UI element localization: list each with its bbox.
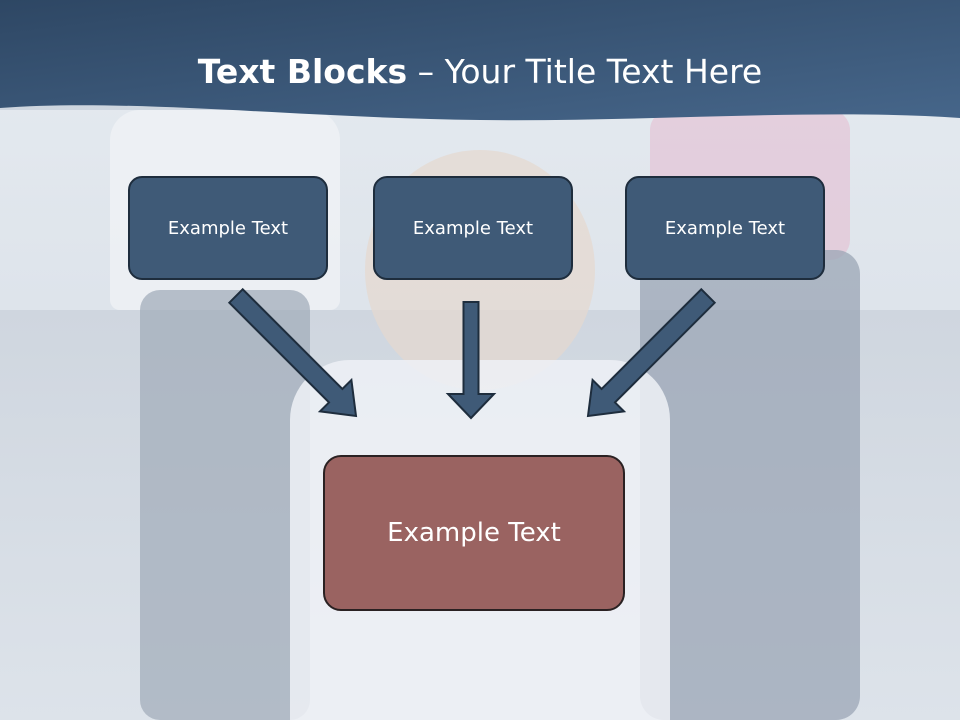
slide-title-bold: Text Blocks	[197, 52, 408, 91]
slide-title: Text Blocks – Your Title Text Here	[0, 52, 960, 91]
text-block-2: Example Text	[373, 176, 573, 280]
text-block-1-label: Example Text	[167, 217, 289, 239]
center-text-block: Example Text	[323, 455, 625, 611]
text-block-3: Example Text	[625, 176, 825, 280]
text-block-1: Example Text	[128, 176, 328, 280]
header-banner	[0, 0, 960, 121]
background-adult-left-legs	[140, 290, 310, 720]
center-text-block-label: Example Text	[387, 518, 561, 548]
text-block-2-label: Example Text	[412, 217, 534, 239]
slide-title-rest: – Your Title Text Here	[407, 52, 763, 91]
background-adult-right-legs	[640, 250, 860, 720]
text-block-3-label: Example Text	[664, 217, 786, 239]
